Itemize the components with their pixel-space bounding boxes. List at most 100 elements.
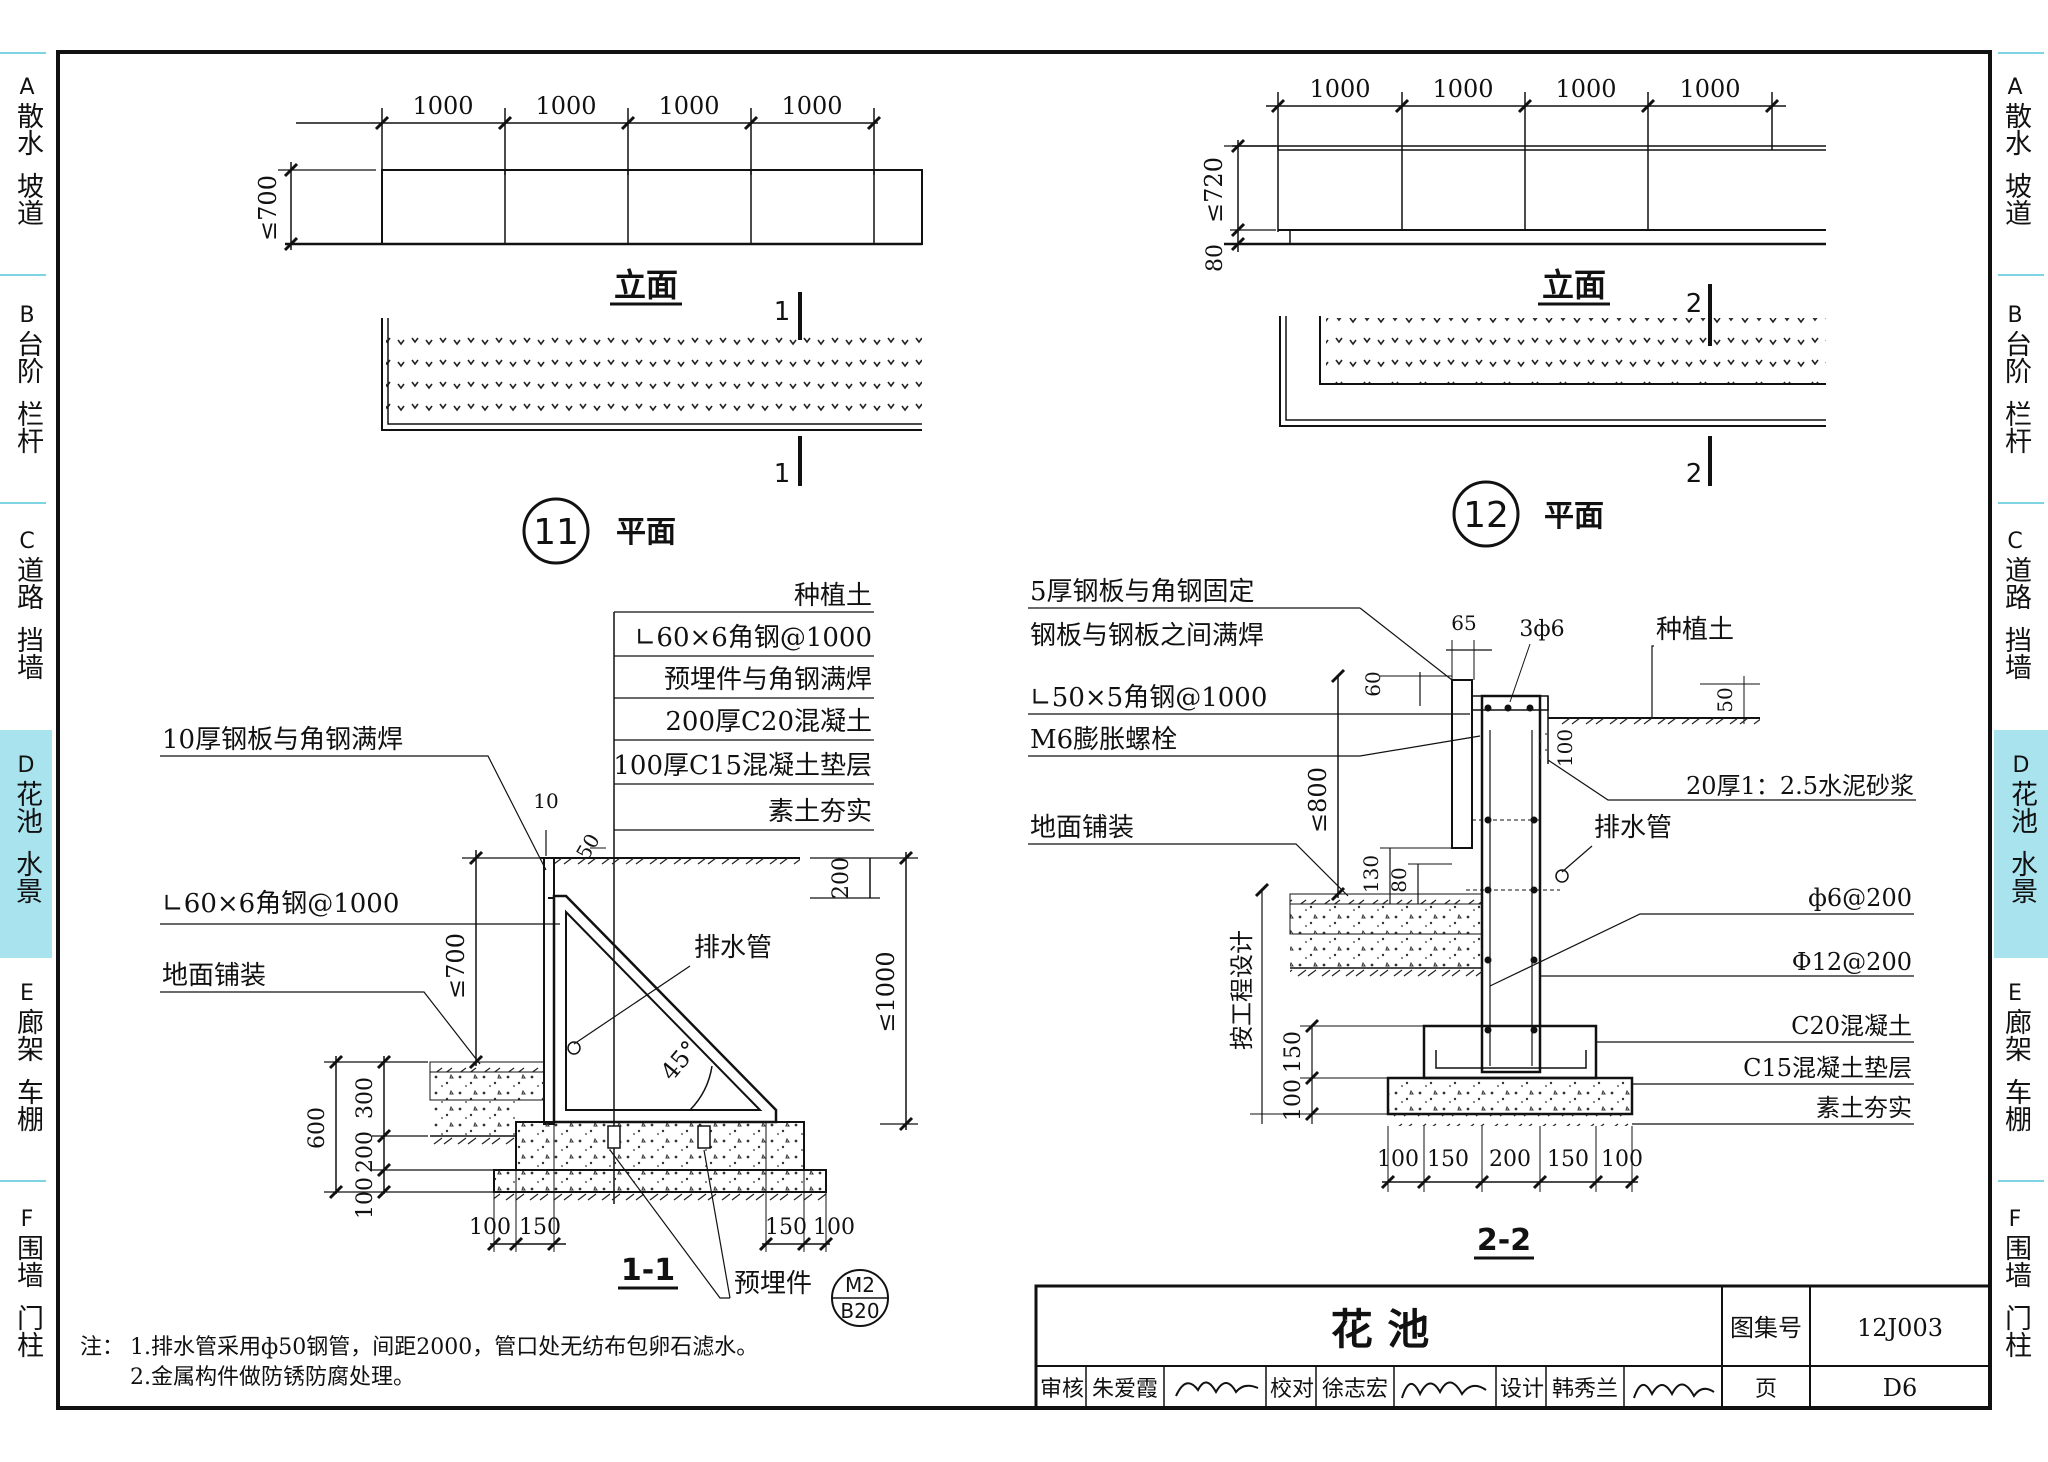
side-tab-letter: C	[19, 529, 35, 554]
side-tab-line2: 水景	[2006, 850, 2037, 904]
side-tab-d-right[interactable]: D 花池 水景	[1994, 730, 2048, 958]
dim-label: 150	[1281, 1031, 1306, 1073]
side-tab-letter: F	[20, 1207, 34, 1232]
callout-label: 素土夯实	[1816, 1094, 1912, 1122]
dim-label: 200	[1489, 1147, 1531, 1172]
side-tab-letter: A	[2007, 75, 2023, 100]
callout-label: C20混凝土	[1791, 1012, 1912, 1040]
callout-label: ∟50×5角钢@1000	[1030, 683, 1267, 713]
dim-label: 1000	[1555, 75, 1616, 103]
section-mark: 2	[1686, 459, 1703, 489]
dim-label: 100	[1601, 1147, 1643, 1172]
side-tab-line1: 廊架	[12, 1008, 43, 1062]
detail-number: 11	[533, 512, 579, 553]
reviewer-signature	[1175, 1381, 1259, 1397]
dim-label: 150	[1547, 1147, 1589, 1172]
side-tab-e-left[interactable]: E 廊架 车棚	[4, 980, 50, 1132]
side-tab-line2: 水景	[11, 850, 42, 904]
dim-label: 1000	[535, 92, 596, 120]
dim-label: 100	[1553, 729, 1577, 767]
note-item: 2.金属构件做防锈防腐处理。	[130, 1365, 415, 1390]
side-tab-letter: B	[2007, 303, 2023, 328]
side-tab-line2: 坡道	[12, 172, 43, 226]
dim-label: 10	[533, 789, 558, 813]
notes-prefix: 注：	[80, 1335, 124, 1360]
section-mark: 1	[774, 459, 791, 489]
dim-label: 100	[469, 1215, 511, 1240]
detail12-elevation: 1000 1000 1000 1000 ≤720 80 立面	[1200, 75, 1826, 306]
side-tab-letter: E	[20, 981, 34, 1006]
side-tab-line1: 散水	[2000, 102, 2031, 156]
mortar-tag: B20	[840, 1299, 879, 1323]
side-tab-letter: A	[19, 75, 35, 100]
side-tab-line2: 门柱	[12, 1304, 43, 1358]
side-tab-line2: 挡墙	[2000, 626, 2031, 680]
side-tab-line1: 台阶	[2000, 330, 2031, 384]
section-title: 1-1	[621, 1253, 675, 1288]
checker-signature	[1401, 1381, 1487, 1399]
design-label: 设计	[1500, 1377, 1544, 1402]
page-number: D6	[1883, 1374, 1918, 1402]
side-tab-b-right[interactable]: B 台阶 栏杆	[1992, 302, 2038, 454]
section-2-2: 5厚钢板与角钢固定 钢板与钢板之间满焊 ∟50×5角钢@1000 M6膨胀螺栓 …	[1028, 577, 1916, 1260]
detail11-elevation: 1000 1000 1000 1000 ≤700 立面	[254, 92, 923, 306]
dim-label: 1000	[1309, 75, 1370, 103]
dim-label: 3ф6	[1519, 617, 1564, 642]
callout-label: M6膨胀螺栓	[1030, 725, 1177, 755]
dim-label: 80	[1387, 867, 1411, 892]
callout-label: 5厚钢板与角钢固定	[1030, 577, 1255, 607]
dim-label: 100	[353, 1177, 378, 1219]
dim-label: ≤1000	[872, 951, 900, 1032]
dim-label: 1000	[412, 92, 473, 120]
dim-label: 80	[1203, 244, 1228, 272]
side-tab-line1: 花池	[11, 780, 42, 834]
dim-label: 65	[1451, 611, 1476, 635]
callout-label: 地面铺装	[1030, 813, 1134, 843]
callout-label: ф6@200	[1808, 884, 1912, 912]
side-tab-a-left[interactable]: A 散水 坡道	[4, 74, 50, 226]
dim-label: 按工程设计	[1228, 930, 1256, 1050]
section-1-1: 种植土 ∟60×6角钢@1000 预埋件与角钢满焊 200厚C20混凝土 100…	[160, 581, 918, 1327]
side-tab-c-left[interactable]: C 道路 挡墙	[4, 528, 50, 680]
dim-label: 100	[813, 1215, 855, 1240]
dim-label: 200	[829, 857, 854, 899]
dim-label: 100	[1281, 1079, 1306, 1121]
checker-name: 徐志宏	[1322, 1377, 1388, 1402]
detail11-plan: 1 1 11 平面	[381, 292, 922, 565]
side-tab-line2: 坡道	[2000, 172, 2031, 226]
side-tab-line2: 挡墙	[12, 626, 43, 680]
side-tab-b-left[interactable]: B 台阶 栏杆	[4, 302, 50, 454]
review-label: 审核	[1040, 1377, 1084, 1402]
side-tab-f-right[interactable]: F 围墙 门柱	[1992, 1206, 2038, 1358]
callout-label: 地面铺装	[162, 961, 266, 991]
detail-number: 12	[1463, 495, 1509, 536]
callout-label: 钢板与钢板之间满焊	[1030, 621, 1264, 651]
callout-label: 10厚钢板与角钢满焊	[162, 725, 403, 755]
dim-label: ≤800	[1304, 767, 1332, 833]
side-tab-line2: 栏杆	[2000, 400, 2031, 454]
section-title: 2-2	[1477, 1223, 1531, 1258]
angle-label: 45°	[655, 1035, 704, 1086]
side-tab-letter: E	[2008, 981, 2022, 1006]
plan-title: 平面	[1544, 499, 1604, 534]
dim-label: 150	[519, 1215, 561, 1240]
side-tab-letter: F	[2008, 1207, 2022, 1232]
side-tab-f-left[interactable]: F 围墙 门柱	[4, 1206, 50, 1358]
callout-label: 200厚C20混凝土	[665, 707, 872, 737]
side-tab-d-left[interactable]: D 花池 水景	[0, 730, 52, 958]
drawing-title: 花 池	[1331, 1305, 1430, 1354]
callout-label: Ф12@200	[1792, 948, 1912, 976]
dim-label: ≤700	[442, 933, 470, 999]
dim-label: 150	[1427, 1147, 1469, 1172]
side-tab-c-right[interactable]: C 道路 挡墙	[1992, 528, 2038, 680]
side-tab-a-right[interactable]: A 散水 坡道	[1992, 74, 2038, 226]
side-tab-line2: 门柱	[2000, 1304, 2031, 1358]
side-tab-e-right[interactable]: E 廊架 车棚	[1992, 980, 2038, 1132]
side-tab-line2: 车棚	[12, 1078, 43, 1132]
reviewer-name: 朱爱霞	[1092, 1377, 1158, 1402]
designer-name: 韩秀兰	[1552, 1377, 1618, 1402]
elevation-title: 立面	[1542, 266, 1606, 304]
side-tab-line1: 花池	[2006, 780, 2037, 834]
dim-label: 1000	[1432, 75, 1493, 103]
